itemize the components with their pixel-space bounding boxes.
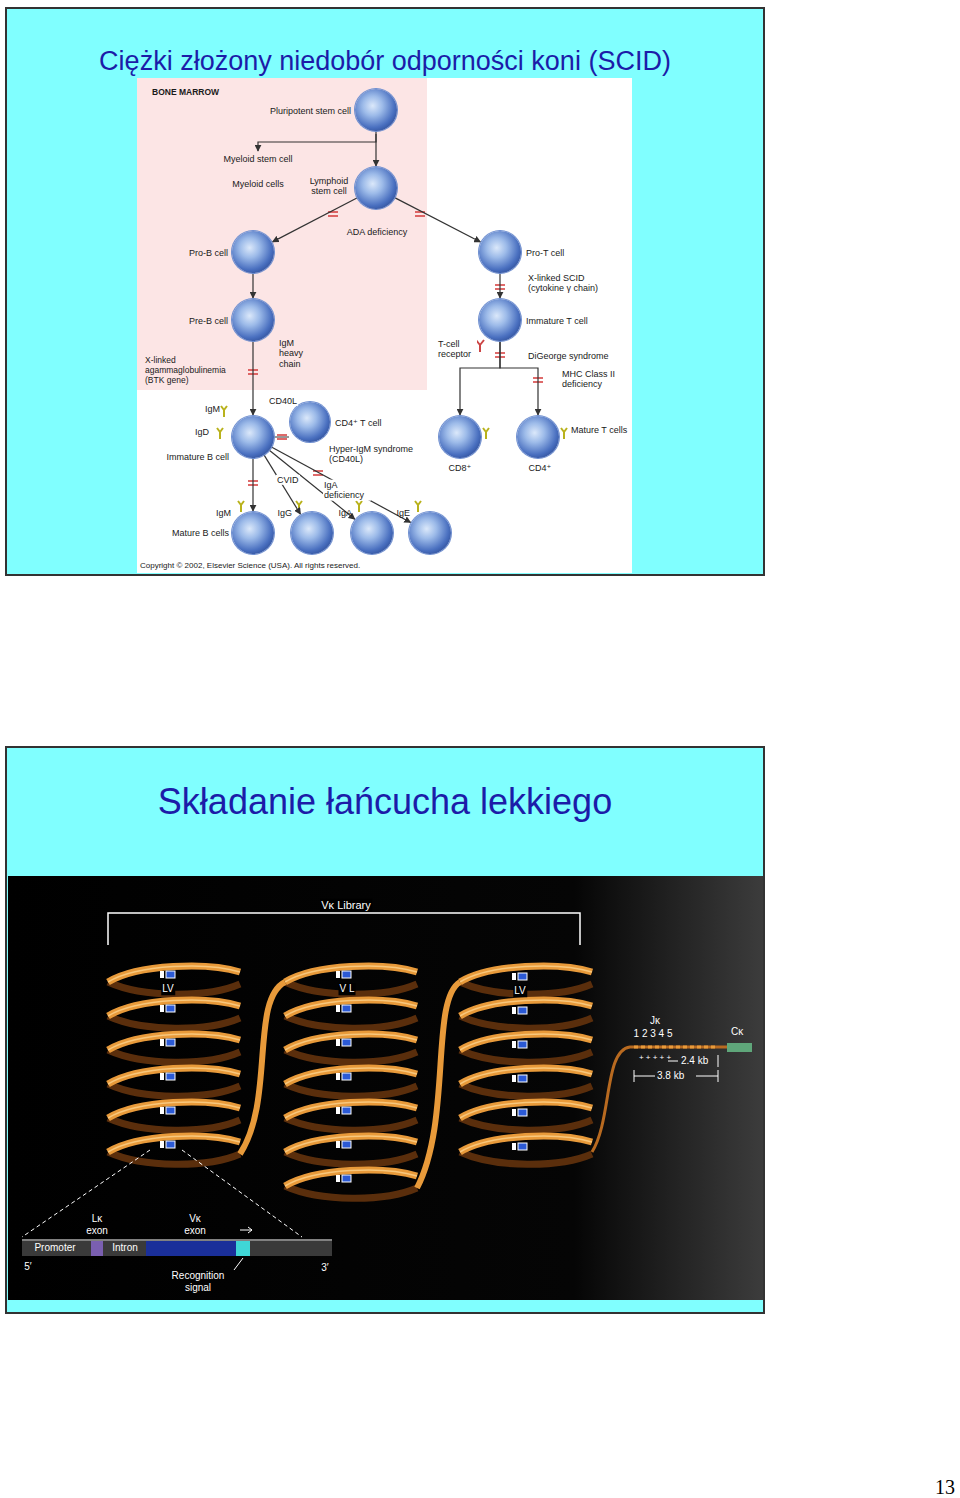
cell-label: CD4⁺ T cell [335, 418, 381, 428]
cell-circle: Immature B cell [232, 416, 274, 458]
figure-label: Lκ exon [82, 1213, 112, 1236]
figure-label: CVID [276, 475, 300, 485]
figure-label: Myeloid stem cell [223, 154, 292, 164]
slide-background [6, 8, 764, 575]
figure-label: X-linked agammaglobulinemia (BTK gene) [145, 356, 233, 385]
figure-label: Vκ exon [179, 1213, 211, 1236]
figure-label: Vκ Library [320, 899, 372, 912]
lineage-arrow [252, 341, 253, 415]
cell-label: IgG [277, 508, 292, 518]
figure-label: BONE MARROW [152, 88, 219, 98]
figure-label: Hyper-IgM syndrome (CD40L) [328, 444, 420, 465]
figure-label: X-linked SCID (cytokine γ chain) [527, 273, 601, 294]
figure-label: 1 2 3 4 5 [634, 1028, 673, 1040]
cell-label: IgM [216, 508, 231, 518]
cell-circle: IgM [232, 512, 274, 554]
figure-label: LV [513, 985, 527, 997]
cell-circle: IgE [409, 512, 451, 554]
cell-label: CD8⁺ [449, 463, 472, 473]
cell-label: CD4⁺ [529, 463, 552, 473]
lineage-arrow [273, 198, 358, 242]
figure-label: + + + + + [639, 1053, 671, 1062]
lineage-arrow [499, 273, 500, 298]
figure-label: Copyright © 2002, Elsevier Science (USA)… [140, 561, 360, 570]
figure-label: 3.8 kb [657, 1070, 684, 1082]
figure-label: DiGeorge syndrome [527, 351, 610, 361]
figure-label: Jκ [650, 1015, 660, 1027]
lineage-arrow [375, 131, 376, 166]
cell-circle: Pluripotent stem cell [355, 89, 397, 131]
cell-label: Immature T cell [526, 316, 588, 326]
slide-title: Ciężki złożony niedobór odporności koni … [99, 46, 671, 77]
cell-circle: Immature T cell [479, 299, 521, 341]
cell-label: Pro-B cell [189, 248, 228, 258]
figure-label: IgA deficiency [323, 480, 371, 501]
cell-circle: Pre-B cell [232, 299, 274, 341]
cell-label: Pro-T cell [526, 248, 564, 258]
figure-label: 2.4 kb [681, 1055, 708, 1067]
figure-label: V L [338, 983, 355, 995]
cell-label: Lymphoid stem cell [305, 176, 353, 197]
figure-label: IgM heavy chain [279, 338, 311, 369]
cell-circle: Mature T cellsCD4⁺ [517, 416, 559, 458]
figure-label: IgD [195, 427, 209, 437]
cell-circle: Lymphoid stem cell [355, 167, 397, 209]
figure-label: Recognition signal [162, 1270, 234, 1293]
figure-label: Cκ [731, 1026, 743, 1038]
figure-label: 5′ [24, 1261, 31, 1273]
lineage-arrow [252, 273, 253, 298]
cell-label: Immature B cell [166, 452, 229, 462]
figure-label: CD40L [268, 396, 298, 406]
cell-circle: CD4⁺ T cell [290, 402, 330, 442]
cell-label: Pluripotent stem cell [270, 106, 351, 116]
chromosome-illustration [22, 913, 752, 1270]
cell-label: IgE [396, 508, 410, 518]
cell-circle: IgG [291, 512, 333, 554]
cell-circle: Pro-T cell [479, 231, 521, 273]
figure-label: LV [161, 983, 175, 995]
cell-circle: Pro-B cell [232, 231, 274, 273]
lineage-arrow [264, 455, 300, 514]
cell-label: Mature T cells [571, 425, 627, 435]
figure-label: 3′ [321, 1262, 328, 1274]
cell-label: IgA [338, 508, 352, 518]
figure-decoration [217, 134, 567, 512]
figure-label: 13 [935, 1476, 955, 1498]
figure-label: IgM [205, 404, 220, 414]
figure-label: ADA deficiency [346, 227, 409, 237]
figure-label: Promoter [33, 1242, 76, 1254]
slide-panel: Ciężki złożony niedobór odporności koni … [6, 8, 764, 575]
slide-background [6, 747, 764, 1313]
figure-label: T-cell receptor [437, 339, 477, 360]
figure-label: Intron [111, 1242, 139, 1254]
lineage-arrow [252, 458, 253, 511]
figure-label: MHC Class II deficiency [561, 369, 619, 390]
slide-title: Składanie łańcucha lekkiego [158, 781, 612, 822]
cell-circle: IgA [351, 512, 393, 554]
figure-label: Myeloid cells [232, 179, 284, 189]
cell-circle: CD8⁺ [439, 416, 481, 458]
figure-label: Mature B cells [172, 528, 229, 538]
cell-label: Pre-B cell [189, 316, 228, 326]
